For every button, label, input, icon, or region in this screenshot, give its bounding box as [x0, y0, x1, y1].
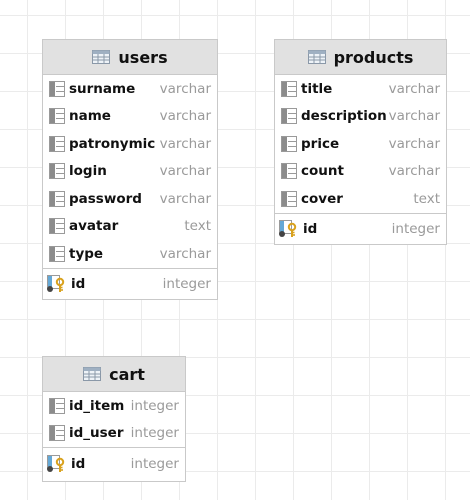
- column-name: surname: [69, 80, 136, 97]
- primary-key-row[interactable]: id integer: [43, 267, 217, 300]
- column-type: text: [413, 190, 440, 207]
- table-header[interactable]: users: [43, 40, 217, 75]
- primary-key-icon: [47, 275, 67, 293]
- table-name: products: [333, 47, 414, 67]
- column-name: cover: [301, 190, 343, 207]
- column-icon: [281, 163, 297, 180]
- primary-key-icon: [279, 220, 299, 238]
- column-row[interactable]: title varchar: [275, 75, 446, 103]
- column-icon: [49, 108, 65, 125]
- column-row[interactable]: id_item integer: [43, 392, 185, 420]
- column-name: id: [303, 221, 318, 237]
- table-header[interactable]: cart: [43, 357, 185, 392]
- column-icon: [49, 245, 65, 262]
- column-type: text: [184, 218, 211, 235]
- column-row[interactable]: login varchar: [43, 158, 217, 186]
- column-name: id_item: [69, 397, 125, 414]
- column-icon: [49, 190, 65, 207]
- column-type: varchar: [388, 163, 440, 180]
- column-row[interactable]: name varchar: [43, 103, 217, 131]
- column-type: integer: [130, 397, 179, 414]
- column-name: id: [71, 276, 86, 292]
- column-icon: [281, 135, 297, 152]
- column-name: id: [71, 455, 86, 472]
- column-icon: [49, 135, 65, 152]
- column-name: title: [301, 80, 333, 97]
- column-row[interactable]: id_user integer: [43, 420, 185, 448]
- column-type: varchar: [388, 108, 440, 125]
- column-name: patronymic: [69, 135, 156, 152]
- primary-key-row[interactable]: id integer: [275, 212, 446, 245]
- column-name: type: [69, 245, 104, 262]
- column-icon: [281, 108, 297, 125]
- column-type: integer: [391, 221, 440, 237]
- table-name: cart: [109, 364, 145, 384]
- primary-key-icon: [47, 454, 67, 473]
- column-name: login: [69, 163, 107, 180]
- column-icon: [281, 80, 297, 97]
- column-row[interactable]: cover text: [275, 185, 446, 213]
- column-row[interactable]: password varchar: [43, 185, 217, 213]
- column-row[interactable]: surname varchar: [43, 75, 217, 103]
- column-row[interactable]: avatar text: [43, 213, 217, 241]
- column-name: count: [301, 163, 344, 180]
- column-type: varchar: [388, 80, 440, 97]
- column-row[interactable]: type varchar: [43, 240, 217, 268]
- column-type: varchar: [159, 80, 211, 97]
- users-table[interactable]: users surname varchar name varchar patrony…: [42, 39, 218, 300]
- table-name: users: [118, 47, 168, 67]
- table-icon: [92, 50, 111, 64]
- column-row[interactable]: count varchar: [275, 158, 446, 186]
- column-name: avatar: [69, 218, 119, 235]
- table-icon: [83, 367, 102, 381]
- column-type: integer: [130, 455, 179, 472]
- column-type: varchar: [159, 163, 211, 180]
- column-name: description: [301, 108, 387, 125]
- column-name: id_user: [69, 425, 124, 442]
- column-type: integer: [162, 276, 211, 292]
- column-name: price: [301, 135, 340, 152]
- column-icon: [281, 190, 297, 207]
- column-type: varchar: [388, 135, 440, 152]
- column-type: varchar: [159, 190, 211, 207]
- column-type: varchar: [159, 108, 211, 125]
- column-name: name: [69, 108, 111, 125]
- table-icon: [307, 50, 326, 64]
- column-icon: [49, 397, 65, 414]
- column-icon: [49, 163, 65, 180]
- column-icon: [49, 425, 65, 442]
- column-type: varchar: [159, 135, 211, 152]
- column-name: password: [69, 190, 142, 207]
- table-header[interactable]: products: [275, 40, 446, 75]
- column-icon: [49, 80, 65, 97]
- column-type: varchar: [159, 245, 211, 262]
- column-row[interactable]: price varchar: [275, 130, 446, 158]
- column-icon: [49, 218, 65, 235]
- primary-key-row[interactable]: id integer: [43, 447, 185, 479]
- column-type: integer: [130, 425, 179, 442]
